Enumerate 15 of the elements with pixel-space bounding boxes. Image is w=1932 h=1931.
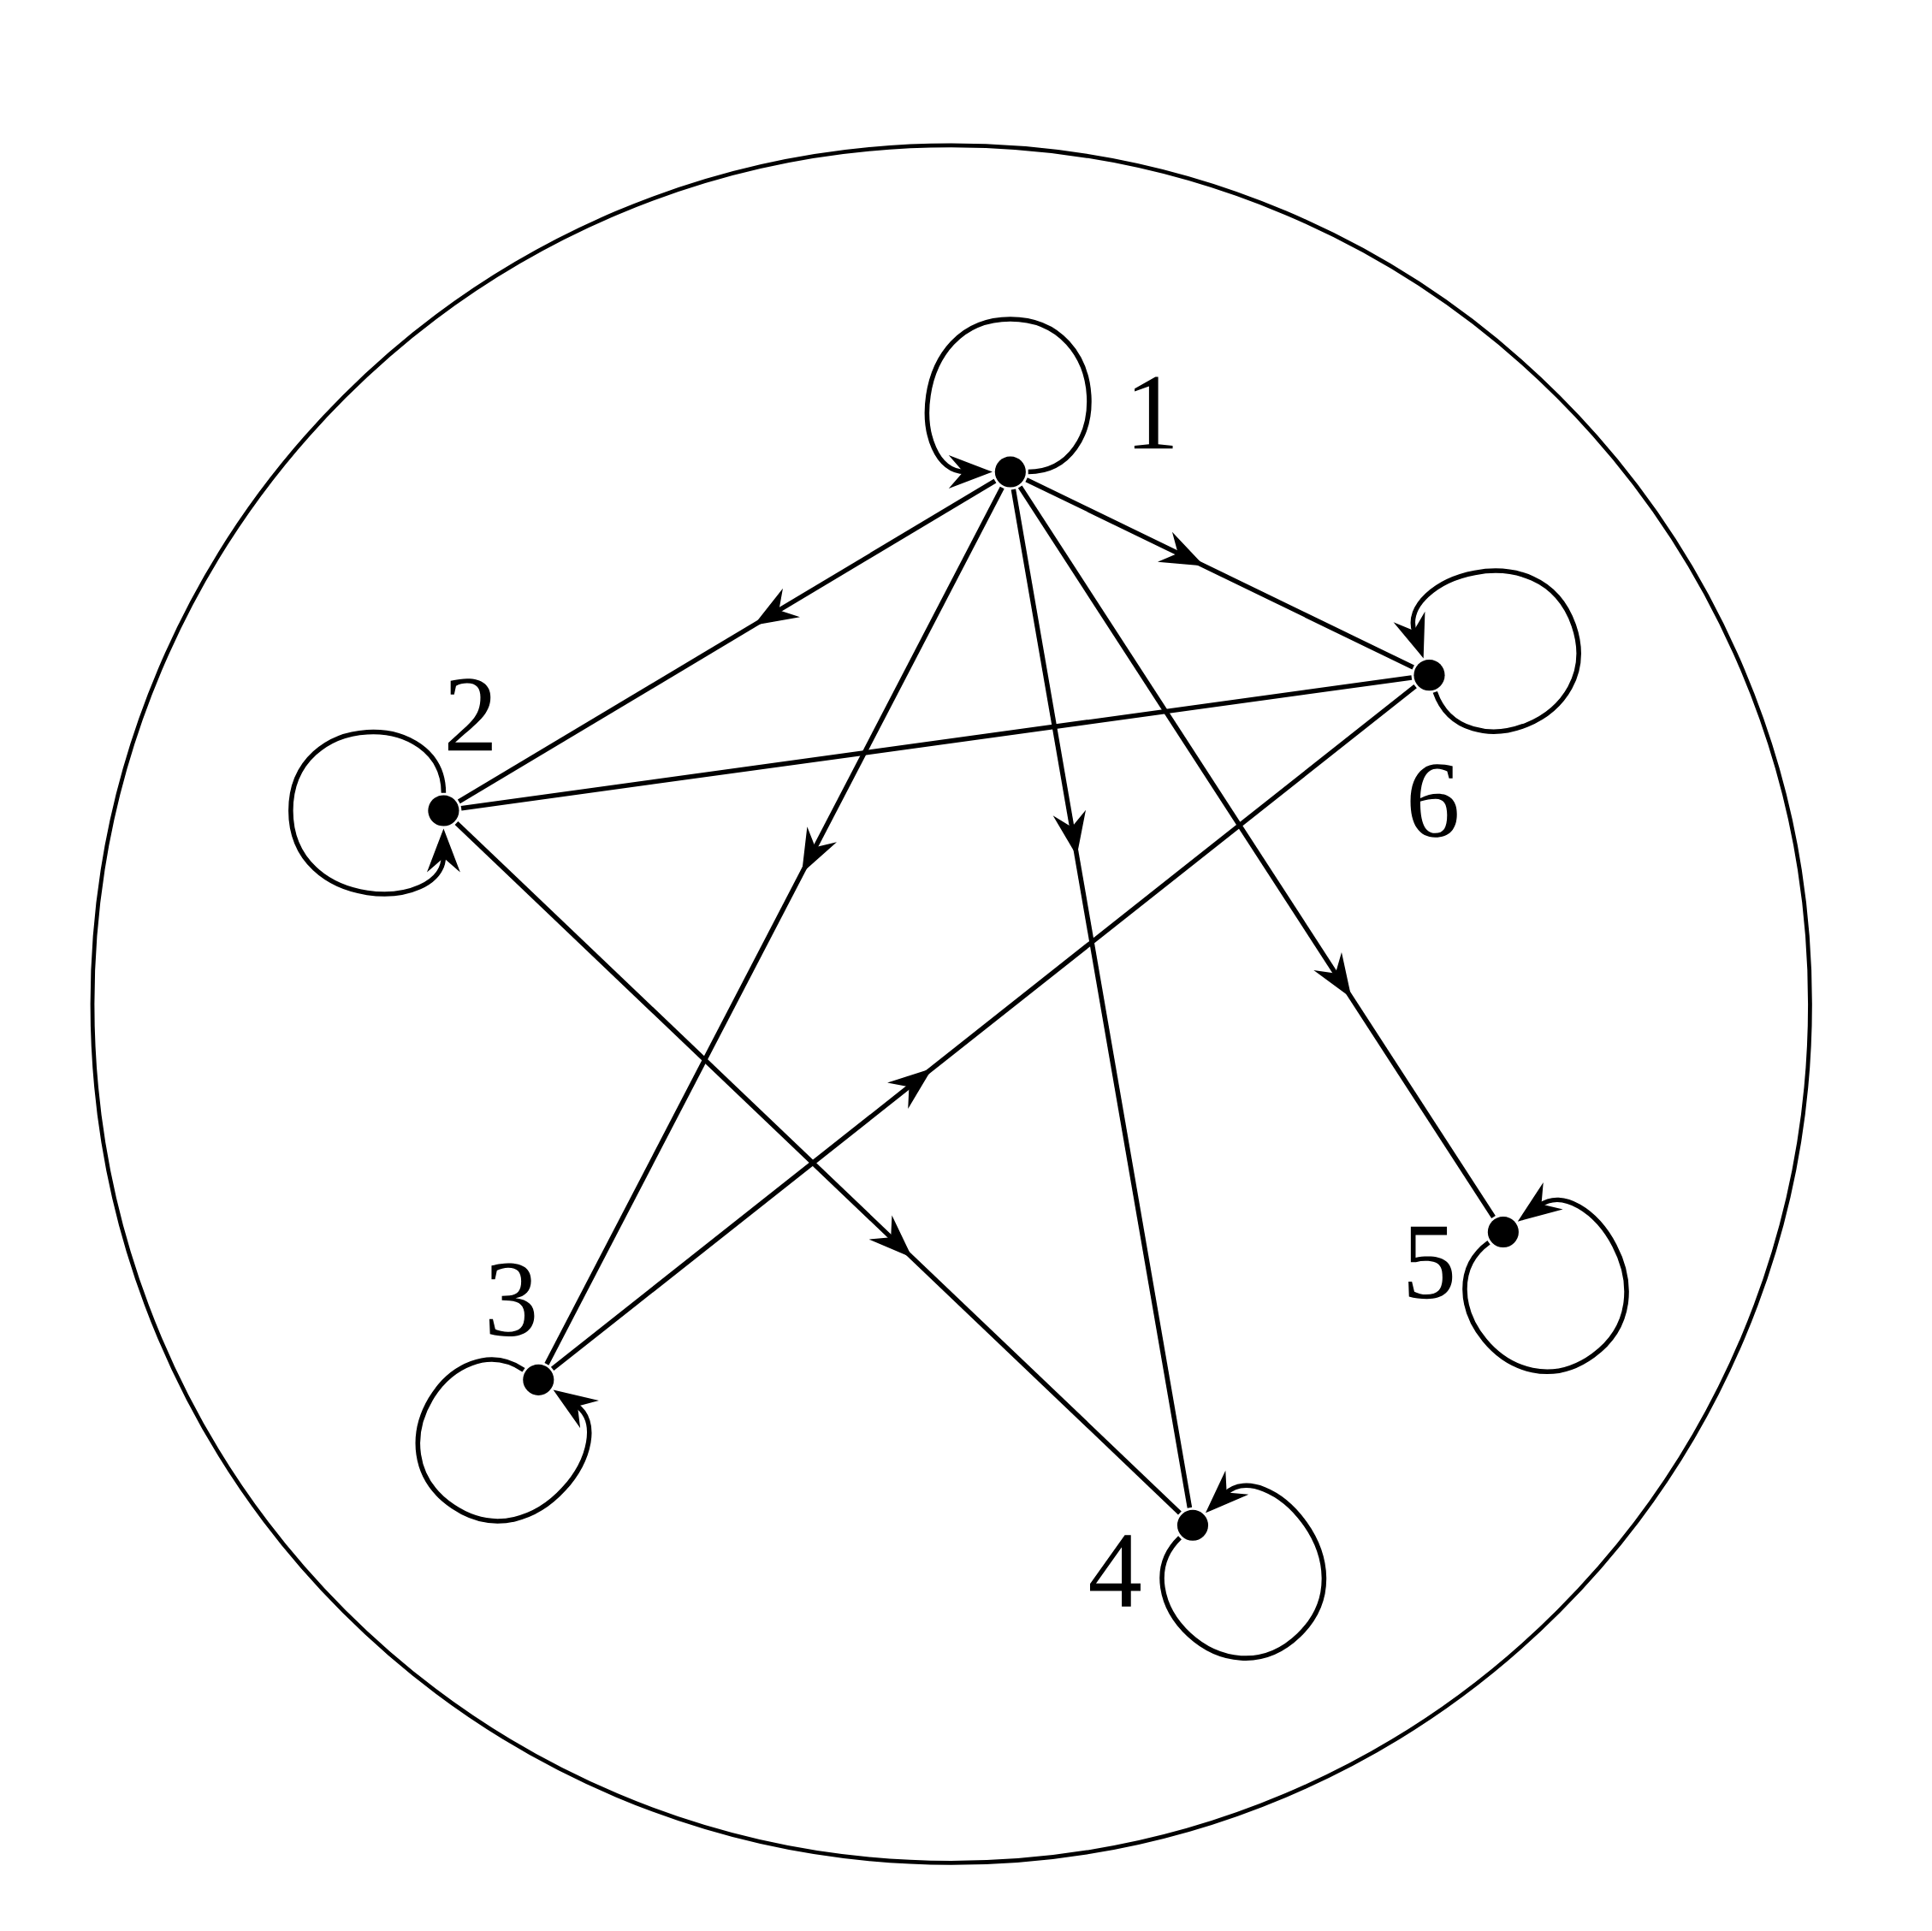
connecting-line [460, 675, 1413, 811]
arrow [1017, 485, 1496, 1219]
vertex-label: 4 [1090, 1535, 1141, 1608]
arrow [544, 486, 1005, 1365]
vertex-label: 5 [1408, 1227, 1453, 1300]
boundary-circle [90, 143, 1812, 1865]
arrow [550, 684, 1417, 1371]
vertex-label: 3 [489, 1263, 535, 1337]
arrow [1025, 477, 1414, 670]
arrow [454, 821, 1182, 1515]
vertex-label: 1 [1134, 376, 1173, 449]
vertex-label: 2 [447, 678, 492, 751]
vertex-label: 6 [1410, 764, 1457, 838]
arrow [1010, 489, 1193, 1508]
arrow [457, 479, 997, 804]
